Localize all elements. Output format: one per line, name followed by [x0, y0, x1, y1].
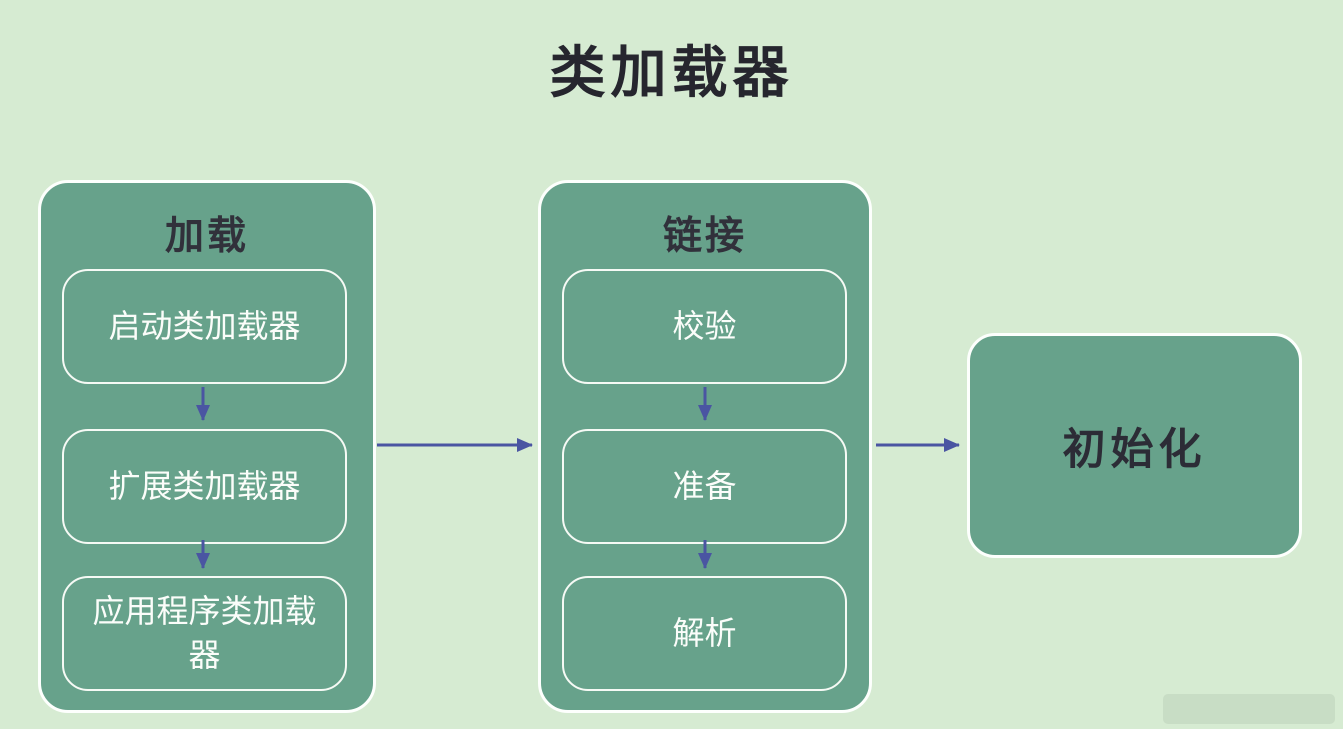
step-resolution: 解析	[562, 576, 847, 691]
group-linking: 链接 校验 准备 解析	[538, 180, 872, 713]
step-extension-classloader: 扩展类加载器	[62, 429, 347, 544]
final-initialization-label: 初始化	[1062, 426, 1207, 474]
diagram-title: 类加载器	[549, 43, 794, 105]
group-linking-title: 链接	[662, 215, 747, 258]
group-loading-title: 加载	[164, 215, 249, 258]
step-verification: 校验	[562, 269, 847, 384]
step-application-classloader: 应用程序类加载器	[62, 576, 347, 691]
final-initialization-node: 初始化	[967, 333, 1302, 558]
group-loading: 加载 启动类加载器 扩展类加载器 应用程序类加载器	[38, 180, 376, 713]
watermark	[1163, 694, 1335, 724]
step-preparation: 准备	[562, 429, 847, 544]
step-bootstrap-classloader: 启动类加载器	[62, 269, 347, 384]
